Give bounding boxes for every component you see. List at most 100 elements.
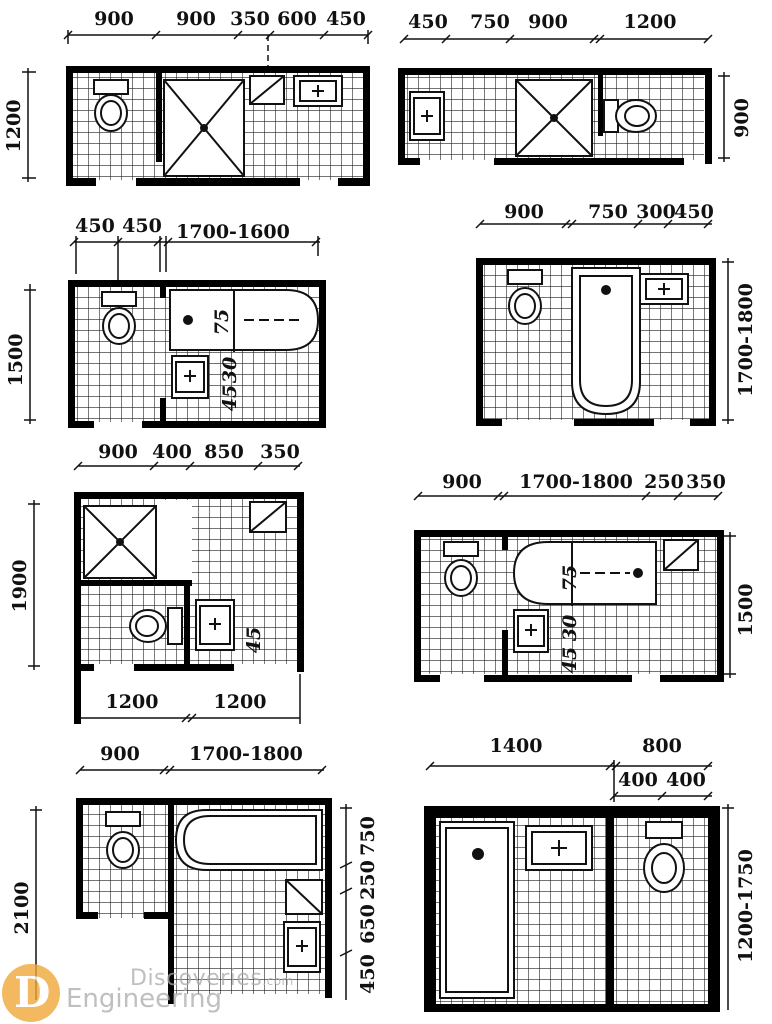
plan-4-dim-side: 1700-1800 bbox=[735, 283, 757, 397]
plan-5-dim-top-3: 850 bbox=[204, 441, 244, 463]
plan-4-bathtub bbox=[571, 267, 641, 416]
plan-5-walls bbox=[74, 492, 304, 724]
plan-7-dim-side: 2100 bbox=[11, 882, 33, 935]
plan-7-dim-right-4: 450 bbox=[357, 954, 379, 994]
logo-icon: D bbox=[2, 964, 60, 1022]
plan-2-side-dimension-line bbox=[718, 72, 730, 162]
plan-3-toilet bbox=[101, 291, 137, 345]
plan-6-toilet bbox=[443, 541, 479, 597]
plan-5-corner-shelf bbox=[249, 501, 287, 533]
plan-5-top-dimension-line bbox=[73, 461, 303, 471]
plan-6-dim-top-2: 1700-1800 bbox=[519, 471, 633, 493]
plan-2-dim-side: 900 bbox=[731, 98, 753, 138]
plan-5-side-dimension-line bbox=[28, 500, 40, 670]
plan-4: 900 750 300 450 1700-1800 bbox=[475, 201, 757, 426]
plan-5-dim-top-2: 400 bbox=[152, 441, 192, 463]
watermark-line-1: Discoveries.com bbox=[130, 966, 294, 991]
plan-5: 900 400 850 350 1900 bbox=[9, 441, 304, 724]
plan-3-dim-top-1: 450 bbox=[75, 215, 115, 237]
plan-5-niche bbox=[156, 500, 192, 584]
plan-6-tub-width: 75 bbox=[559, 565, 581, 591]
plan-7-dim-right-1: 750 bbox=[357, 816, 379, 856]
plan-3-inner-dim-2: 30 bbox=[219, 357, 241, 383]
watermark-line-1-text: Discoveries bbox=[130, 966, 263, 991]
plan-8-dim-top-2: 800 bbox=[642, 735, 682, 757]
plan-8-dim-sub-2: 400 bbox=[666, 769, 706, 791]
plan-6-dim-top-4: 350 bbox=[686, 471, 726, 493]
plan-5-dim-bottom-1: 1200 bbox=[106, 691, 159, 713]
plan-1-corner-shelf bbox=[249, 75, 285, 105]
plan-4-dim-top-4: 450 bbox=[674, 201, 714, 223]
plan-6-dim-side: 1500 bbox=[735, 584, 757, 637]
plan-1-toilet bbox=[93, 79, 129, 132]
plan-5-dim-top-4: 350 bbox=[260, 441, 300, 463]
plan-6-side-dimension-line bbox=[724, 532, 736, 678]
plan-7-dim-top-1: 900 bbox=[100, 743, 140, 765]
plan-3-side-dimension-line bbox=[24, 284, 36, 424]
plan-3-bathtub bbox=[169, 289, 320, 352]
plan-7-toilet bbox=[105, 811, 141, 869]
plan-8-bathtub bbox=[439, 821, 515, 999]
plan-8-side-dimension-line bbox=[722, 804, 734, 1010]
plan-4-dim-top-3: 300 bbox=[636, 201, 676, 223]
plan-3-top-dimension-line bbox=[69, 236, 321, 280]
plan-6-dim-top-3: 250 bbox=[644, 471, 684, 493]
plan-3: 450 450 1700-1600 1500 75 bbox=[5, 215, 326, 428]
plan-5-dim-top-1: 900 bbox=[98, 441, 138, 463]
plan-3-inner-dim-1: 45 bbox=[219, 385, 241, 411]
plan-5-toilet bbox=[129, 607, 183, 645]
plan-7-top-dimension-line bbox=[75, 765, 327, 775]
plan-7-right-dimension-line bbox=[339, 804, 353, 1000]
plan-4-dim-top-2: 750 bbox=[588, 201, 628, 223]
plan-1-shower-tray bbox=[163, 79, 245, 177]
plan-8: 1400 800 400 400 1200-1750 bbox=[424, 735, 757, 1012]
plan-4-walls bbox=[476, 258, 716, 426]
plan-5-dim-bottom-2: 1200 bbox=[214, 691, 267, 713]
plan-8-dim-top-1: 1400 bbox=[490, 735, 543, 757]
plan-7-dim-right-3: 650 bbox=[357, 904, 379, 944]
plan-4-top-dimension-line bbox=[475, 219, 713, 229]
plan-2-sink bbox=[409, 91, 445, 141]
plan-8-dim-side: 1200-1750 bbox=[735, 849, 757, 963]
plan-6-dim-top-1: 900 bbox=[442, 471, 482, 493]
plan-2-dim-top-4: 1200 bbox=[624, 11, 677, 33]
plan-4-sink bbox=[639, 273, 689, 305]
plan-4-dim-top-1: 900 bbox=[504, 201, 544, 223]
plan-6-corner-shelf bbox=[663, 539, 699, 571]
plan-8-toilet bbox=[643, 821, 685, 893]
plan-7-walls bbox=[76, 798, 332, 1004]
plan-6-inner-dim-1: 45 bbox=[559, 647, 581, 673]
plan-2-dim-top-1: 450 bbox=[408, 11, 448, 33]
plan-7-dim-right-2: 250 bbox=[357, 860, 379, 900]
plan-7-dim-top-2: 1700-1800 bbox=[189, 743, 303, 765]
plan-1-dim-top-4: 600 bbox=[277, 8, 317, 30]
plan-1: 900 900 350 600 450 1200 bbox=[3, 8, 373, 186]
plan-1-sink bbox=[293, 75, 343, 107]
watermark-line-2: Engineering bbox=[66, 984, 222, 1014]
plan-5-shower-tray bbox=[83, 505, 157, 579]
plan-4-toilet bbox=[507, 269, 543, 325]
plan-2-walls bbox=[398, 68, 712, 165]
plan-6-top-dimension-line bbox=[413, 491, 723, 501]
plan-7-bathtub bbox=[174, 809, 323, 871]
plan-5-inner-dim-1: 45 bbox=[243, 627, 265, 653]
plan-3-dim-side: 1500 bbox=[5, 334, 27, 387]
plan-6-inner-dim-2: 30 bbox=[559, 615, 581, 641]
plan-5-dim-side: 1900 bbox=[9, 560, 31, 613]
plan-2: 450 750 900 1200 900 bbox=[398, 11, 753, 165]
watermark-line-1-suffix: .com bbox=[262, 974, 294, 988]
plan-1-dim-side: 1200 bbox=[3, 100, 25, 153]
plan-8-dim-sub-1: 400 bbox=[618, 769, 658, 791]
plan-6-bathtub bbox=[512, 541, 657, 606]
plan-1-dim-top-2: 900 bbox=[176, 8, 216, 30]
plan-6-walls bbox=[414, 530, 724, 682]
plan-4-side-dimension-line bbox=[722, 258, 734, 424]
plan-8-top-dimension-line bbox=[425, 760, 713, 802]
plan-1-side-dimension-line bbox=[22, 68, 36, 182]
plan-3-dim-top-2: 450 bbox=[122, 215, 162, 237]
plan-5-sink bbox=[195, 599, 235, 651]
plan-2-toilet bbox=[603, 99, 657, 133]
plan-2-dim-top-3: 900 bbox=[528, 11, 568, 33]
plan-2-shower-tray bbox=[515, 79, 593, 157]
